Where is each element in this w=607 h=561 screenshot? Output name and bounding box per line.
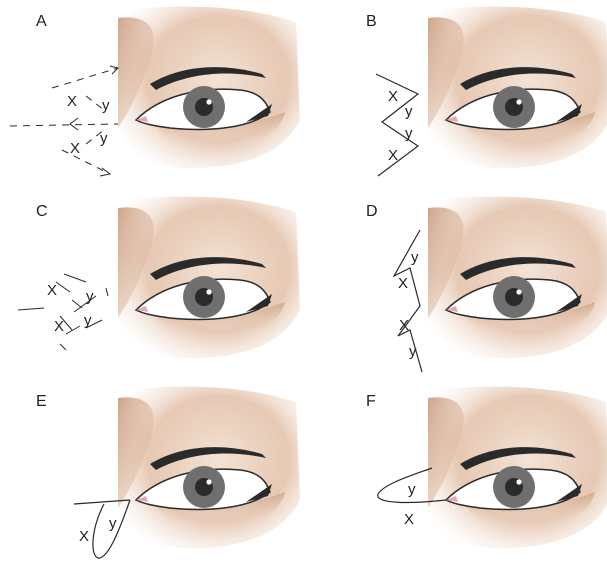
mark-y-b-2: y — [405, 125, 413, 142]
mark-y-d-1: y — [411, 249, 419, 266]
mark-x-a-1: X — [67, 93, 77, 110]
mark-x-c-1: X — [47, 282, 57, 299]
panel-f: F y X — [366, 387, 607, 549]
mark-x-d-1: X — [398, 275, 408, 292]
panel-d: D y X X y — [366, 197, 607, 372]
panel-a: A X y y X — [10, 7, 300, 176]
panel-b-label: B — [366, 13, 377, 30]
mark-x-b-2: X — [388, 147, 398, 164]
scattered-lines-c — [18, 274, 108, 350]
panel-f-label: F — [366, 393, 376, 410]
eye-illustration-e — [118, 387, 300, 549]
panel-b: B X y y X — [366, 7, 607, 176]
mark-x-f: X — [404, 511, 414, 528]
mark-y-a-1: y — [102, 97, 110, 114]
eye-illustration-d — [428, 197, 607, 359]
mark-x-b-1: X — [388, 88, 398, 105]
mark-y-d-2: y — [409, 343, 417, 360]
panel-d-label: D — [366, 203, 378, 220]
mark-y-b-1: y — [405, 103, 413, 120]
mark-x-d-2: X — [399, 317, 409, 334]
panel-a-label: A — [36, 13, 47, 30]
panel-c: C X y X y — [18, 197, 300, 359]
panel-e: E X y — [36, 387, 300, 559]
eye-illustration-b — [428, 7, 607, 169]
mark-y-e: y — [109, 515, 117, 532]
eye-illustration-f — [428, 387, 607, 549]
panel-c-label: C — [36, 203, 48, 220]
arrowheads-a — [70, 66, 118, 176]
mark-y-c-1: y — [86, 288, 94, 305]
panel-e-label: E — [36, 393, 47, 410]
mark-x-e: X — [79, 528, 89, 545]
mark-y-f: y — [408, 481, 416, 498]
mark-x-c-2: X — [54, 318, 64, 335]
mark-x-a-2: X — [70, 140, 80, 157]
eye-illustration-a — [118, 7, 300, 169]
eye-illustration-c — [118, 197, 300, 359]
mark-y-a-2: y — [100, 130, 108, 147]
dashed-lines-a — [10, 68, 118, 174]
mark-y-c-2: y — [84, 312, 92, 329]
